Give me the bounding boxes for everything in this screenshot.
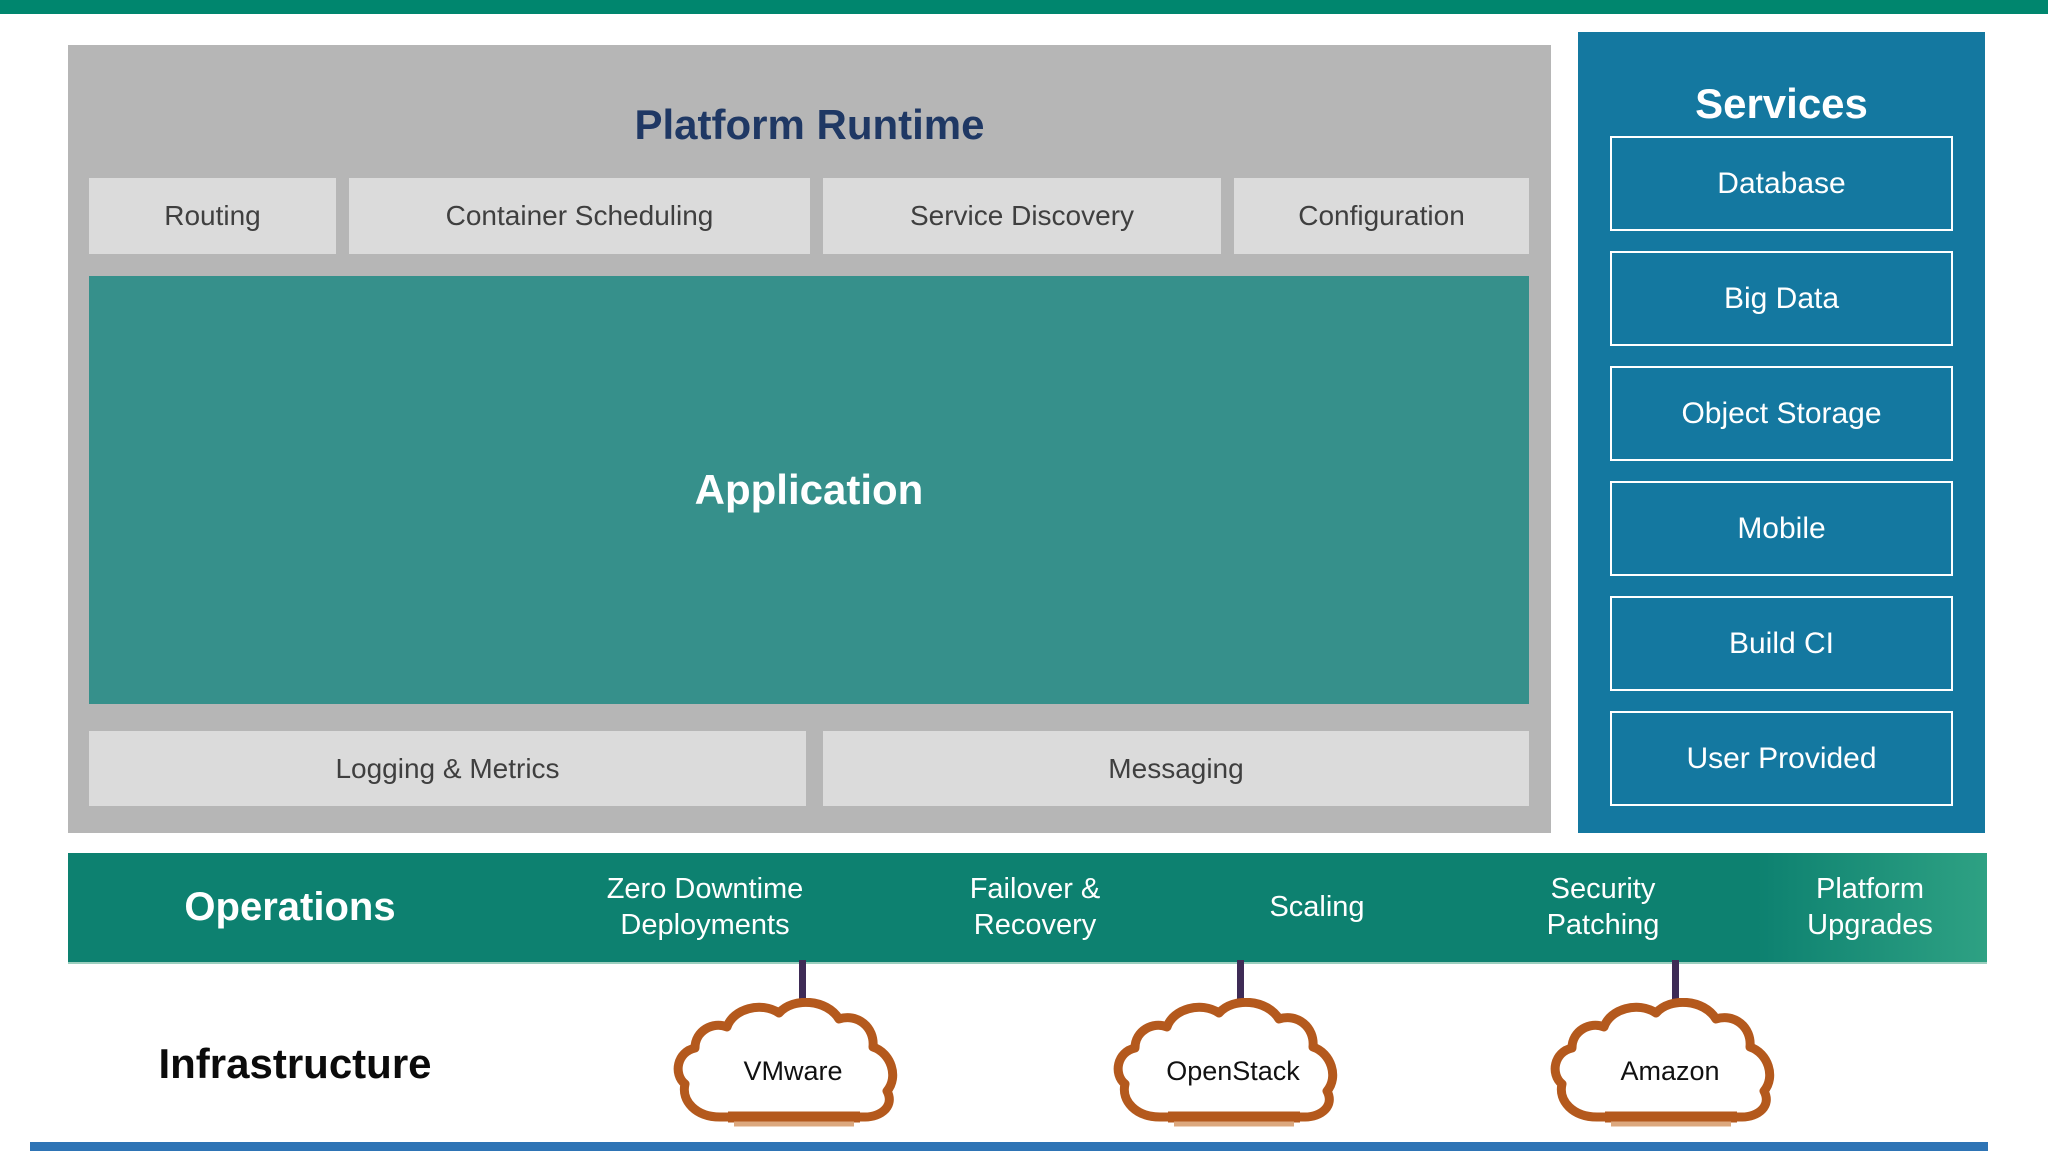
operations-item-platform-upgrades: Platform Upgrades	[1807, 873, 1933, 941]
platform-runtime-panel: Platform Runtime Routing Container Sched…	[68, 45, 1551, 833]
runtime-box-configuration: Configuration	[1234, 178, 1529, 254]
operations-item-failover-recovery: Failover & Recovery	[969, 873, 1101, 941]
services-panel: Services Database Big Data Object Storag…	[1578, 32, 1985, 833]
cloud-icon-openstack: OpenStack	[1113, 998, 1338, 1127]
cloud-label-vmware: VMware	[743, 1056, 842, 1086]
operations-bar: Operations Zero Downtime Deployments Fai…	[68, 853, 1987, 964]
runtime-box-routing: Routing	[89, 178, 336, 254]
service-box-database: Database	[1610, 136, 1953, 231]
platform-runtime-title: Platform Runtime	[634, 101, 985, 148]
service-box-build-ci: Build CI	[1610, 596, 1953, 691]
operations-item-security-patching: Security Patching	[1546, 873, 1660, 941]
runtime-box-service-discovery: Service Discovery	[823, 178, 1221, 254]
runtime-box-messaging: Messaging	[823, 731, 1529, 806]
top-accent-bar	[0, 0, 2048, 14]
cloud-label-openstack: OpenStack	[1166, 1056, 1300, 1086]
connector-line-vmware	[799, 960, 806, 1012]
cloud-icon-vmware: VMware	[673, 998, 898, 1127]
connector-line-openstack	[1237, 960, 1244, 1012]
operations-item-zero-downtime: Zero Downtime Deployments	[606, 873, 804, 941]
infrastructure-title: Infrastructure	[158, 1040, 432, 1087]
connector-line-amazon	[1672, 960, 1679, 1012]
cloud-label-amazon: Amazon	[1620, 1056, 1719, 1086]
services-title: Services	[1695, 80, 1868, 127]
operations-item-scaling: Scaling	[1269, 890, 1365, 923]
runtime-box-logging-metrics: Logging & Metrics	[89, 731, 806, 806]
operations-title: Operations	[184, 885, 396, 929]
service-box-mobile: Mobile	[1610, 481, 1953, 576]
bottom-accent-bar	[30, 1142, 1988, 1151]
runtime-box-container-scheduling: Container Scheduling	[349, 178, 810, 254]
cloud-icon-amazon: Amazon	[1550, 998, 1775, 1127]
application-label: Application	[694, 466, 924, 513]
service-box-user-provided: User Provided	[1610, 711, 1953, 806]
service-box-object-storage: Object Storage	[1610, 366, 1953, 461]
service-box-big-data: Big Data	[1610, 251, 1953, 346]
application-box: Application	[89, 276, 1529, 704]
